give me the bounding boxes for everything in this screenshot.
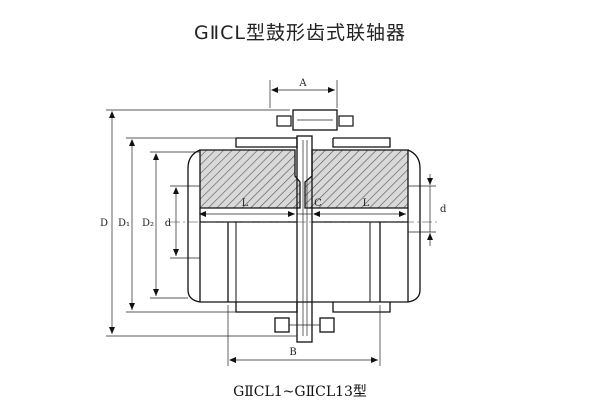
outer-sleeve [187,137,421,313]
diagram-title: GⅡCL型鼓形齿式联轴器 [194,22,406,44]
dimension-d: D [100,109,297,337]
center-flange [296,135,313,343]
dimension-d-left-label: d [165,218,172,229]
dimension-d-right: d [408,174,447,246]
dimension-l-left-label: L [242,198,249,209]
dimension-lcl: L C L [199,198,406,217]
dimension-b: B [227,305,381,366]
dimension-d-right-label: d [440,204,447,215]
dimension-d-label: D [100,218,108,229]
dimension-d1-label: D₁ [118,218,130,229]
dimension-d2-label: D₂ [142,218,154,229]
diagram-subtitle: GⅡCL1~GⅡCL13型 [233,384,367,400]
dimension-c-label: C [314,198,322,209]
dimension-a-label: A [298,78,307,89]
bottom-bolt-assembly [274,317,335,333]
dimension-b-label: B [289,347,296,358]
dimension-a: A [269,78,338,108]
dimension-d2: D₂ [142,151,200,299]
dimension-d-left: d [165,185,200,259]
dimension-d1: D₁ [118,137,236,313]
dimension-l-right-label: L [363,198,370,209]
top-bolt-assembly [276,109,354,131]
